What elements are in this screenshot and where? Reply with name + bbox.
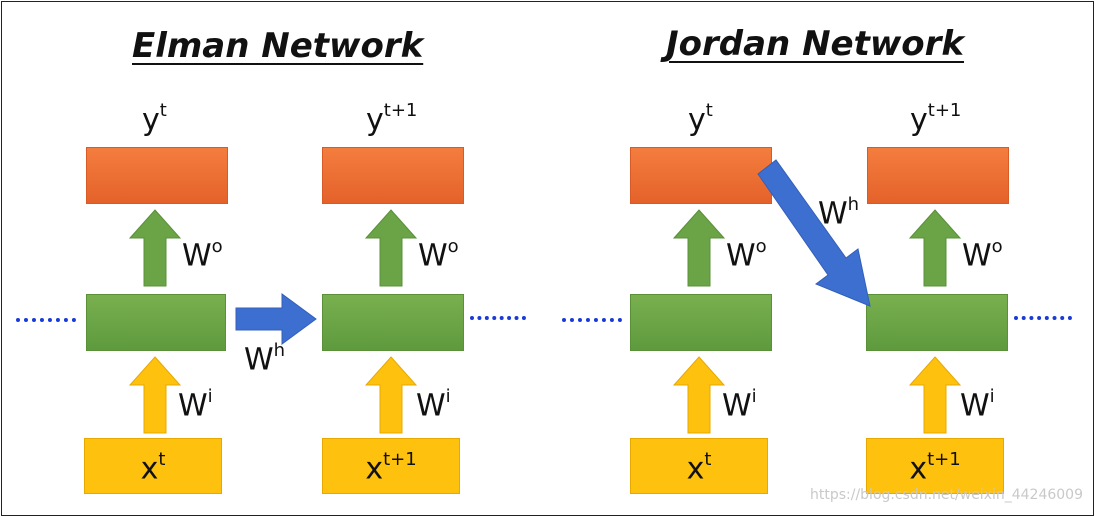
jordan-wi-arrow-t bbox=[672, 356, 726, 434]
elman-wh-arrow bbox=[235, 293, 317, 345]
elman-wi-arrow-t bbox=[128, 356, 182, 434]
elman-wi-label-t1: Wi bbox=[416, 386, 451, 424]
elman-wo-label-t1: Wo bbox=[418, 236, 459, 274]
jordan-wi-arrow-t1 bbox=[908, 356, 962, 434]
jordan-output-box-t bbox=[630, 147, 772, 204]
jordan-wi-label-t: Wi bbox=[722, 386, 757, 424]
elman-wi-label-t: Wi bbox=[178, 386, 213, 424]
jordan-x-t1-label: xt+1 bbox=[909, 449, 961, 487]
jordan-input-box-t1: xt+1 bbox=[866, 438, 1004, 494]
elman-y-t1-label: yt+1 bbox=[366, 100, 418, 138]
jordan-right-dots bbox=[1014, 316, 1072, 320]
jordan-hidden-box-t bbox=[630, 294, 772, 351]
elman-wo-arrow-t1 bbox=[364, 209, 418, 287]
jordan-wh-arrow bbox=[757, 159, 871, 307]
jordan-hidden-box-t1 bbox=[866, 294, 1008, 351]
jordan-wo-arrow-t1 bbox=[908, 209, 962, 287]
jordan-output-box-t1 bbox=[867, 147, 1009, 204]
jordan-input-box-t: xt bbox=[630, 438, 768, 494]
elman-x-t-label: xt bbox=[140, 449, 166, 487]
jordan-wi-label-t1: Wi bbox=[960, 386, 995, 424]
elman-hidden-box-t1 bbox=[322, 294, 464, 351]
jordan-wo-label-t: Wo bbox=[726, 236, 767, 274]
elman-wo-arrow-t bbox=[128, 209, 182, 287]
elman-wo-label-t: Wo bbox=[182, 236, 223, 274]
elman-wi-arrow-t1 bbox=[364, 356, 418, 434]
elman-wh-label: Wh bbox=[244, 340, 286, 378]
jordan-wh-label: Wh bbox=[818, 194, 860, 232]
jordan-x-t-label: xt bbox=[686, 449, 712, 487]
elman-left-dots bbox=[16, 318, 76, 322]
elman-output-box-t bbox=[86, 147, 228, 204]
jordan-wo-arrow-t bbox=[672, 209, 726, 287]
jordan-title: Jordan Network bbox=[666, 24, 965, 64]
jordan-y-t1-label: yt+1 bbox=[910, 100, 962, 138]
elman-output-box-t1 bbox=[322, 147, 464, 204]
elman-input-box-t: xt bbox=[84, 438, 222, 494]
elman-y-t-label: yt bbox=[142, 100, 167, 138]
elman-title: Elman Network bbox=[132, 26, 424, 66]
elman-input-box-t1: xt+1 bbox=[322, 438, 460, 494]
jordan-wo-label-t1: Wo bbox=[962, 236, 1003, 274]
jordan-y-t-label: yt bbox=[688, 100, 713, 138]
elman-hidden-box-t bbox=[86, 294, 226, 351]
elman-right-dots bbox=[470, 316, 526, 320]
watermark-text: https://blog.csdn.net/weixin_44246009 bbox=[809, 487, 1083, 503]
jordan-left-dots bbox=[562, 318, 622, 322]
elman-x-t1-label: xt+1 bbox=[365, 449, 417, 487]
